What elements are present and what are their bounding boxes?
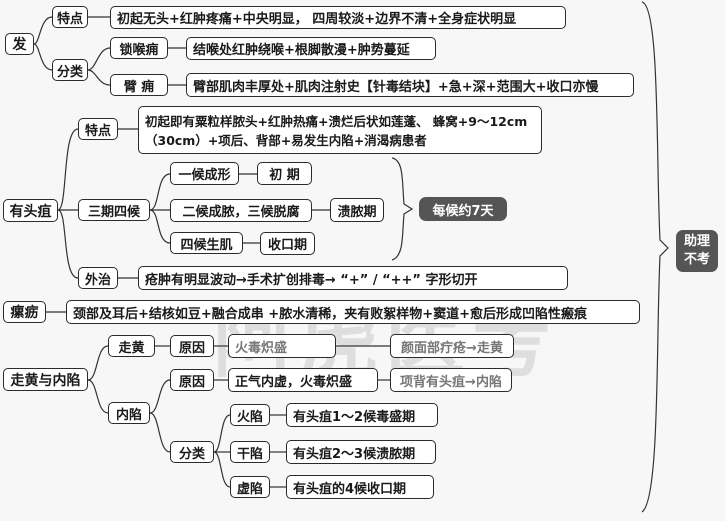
node-waizhi: 外治: [78, 267, 118, 289]
node-ganxian: 干陷: [230, 441, 270, 463]
node-nx-fenlei: 分类: [170, 441, 214, 463]
node-zh-yuanyin: 原因: [170, 335, 214, 357]
node-youtou-tedian: 特点: [78, 118, 118, 140]
node-huoxian: 火陷: [230, 404, 270, 426]
node-zouhuang: 走黄: [108, 335, 155, 357]
node-zh-cause: 火毒炽盛: [228, 334, 336, 358]
node-luoli: 瘰疬: [3, 301, 46, 323]
node-fa: 发: [5, 33, 34, 55]
node-biyong-text: 臂部肌肉丰厚处+肌肉注射史【针毒结块】+急+深+范围大+收口亦慢: [186, 73, 634, 97]
node-chuqi: 初 期: [257, 162, 312, 185]
node-sihou: 四候生肌: [170, 232, 243, 254]
node-erhou-sanhou: 二候成脓，三候脱腐: [170, 199, 312, 222]
node-huoxian-text: 有头疽1～2候毒盛期: [286, 403, 438, 427]
node-suohou-text: 结喉处红肿绕喉+根脚散漫+肿势蔓延: [186, 37, 436, 60]
node-kuinongqi: 溃脓期: [330, 198, 384, 222]
node-nx-example: 项背有头疽→内陷: [390, 368, 512, 392]
node-xuxian: 虚陷: [230, 476, 270, 498]
node-luoli-text: 颈部及耳后+结核如豆+融合成串 +脓水清稀，夹有败絮样物+窦道+愈后形成凹陷性瘢…: [66, 300, 640, 324]
node-youtou-tedian-text: 初起即有粟粒样脓头+红肿热痛+溃烂后状如莲蓬、 蜂窝+9～12cm（30cm）+…: [138, 106, 542, 154]
node-zh-example: 颜面部疔疮→走黄: [390, 334, 514, 358]
node-zhuli-bukao: 助理 不考: [676, 230, 718, 272]
node-biyong: 臂 痈: [110, 74, 168, 96]
node-waizhi-text: 疮肿有明显波动→手术扩创排毒→ “+” / “++” 字形切开: [138, 266, 568, 290]
node-ganxian-text: 有头疽2～3候溃脓期: [286, 440, 436, 464]
node-yihou: 一候成形: [170, 162, 239, 185]
node-nx-cause: 正气内虚，火毒炽盛: [228, 368, 378, 392]
node-nx-yuanyin: 原因: [170, 369, 214, 391]
node-fa-tedian: 特点: [52, 6, 88, 28]
node-fa-fenlei: 分类: [52, 59, 88, 81]
node-suohouyong: 锁喉痈: [110, 37, 168, 59]
node-xuxian-text: 有头疽的4候收口期: [286, 475, 434, 499]
node-shoukouqi: 收口期: [260, 232, 315, 255]
node-sanqisihou: 三期四候: [78, 199, 150, 221]
node-zouhuang-neixian: 走黄与内陷: [3, 368, 88, 391]
node-fa-tedian-text: 初起无头+红肿疼痛+中央明显， 四周较淡+边界不清+全身症状明显: [110, 6, 566, 29]
node-neixian: 内陷: [108, 402, 150, 424]
node-youtouju: 有头疽: [3, 199, 58, 222]
node-meihou-7tian: 每候约7天: [419, 197, 507, 221]
